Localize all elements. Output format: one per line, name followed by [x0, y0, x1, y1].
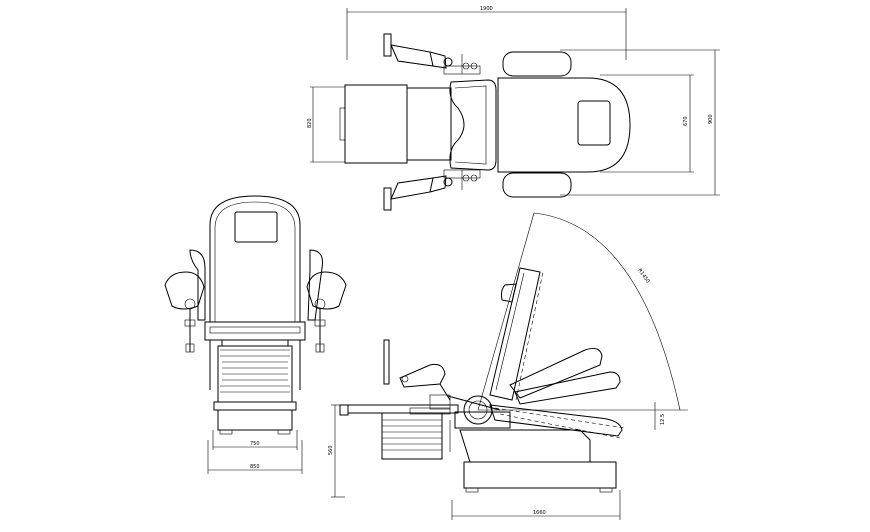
dim-front-inner: 750 [250, 441, 260, 447]
dim-front-outer: 850 [250, 464, 260, 470]
leg-support-lower [383, 169, 481, 211]
leg-support-upper [383, 33, 481, 75]
front-view: 750 850 [164, 195, 347, 474]
dim-side-height: 560 [328, 445, 334, 455]
dim-top-length: 1900 [480, 6, 493, 12]
side-view: R1450 [328, 212, 688, 520]
dim-top-width-outer: 900 [708, 114, 714, 124]
dim-side-tilt: 12.5 [660, 414, 666, 425]
dim-top-width-inner: 670 [683, 116, 689, 126]
dim-side-length: 1660 [533, 510, 546, 516]
dim-side-radius: R1450 [636, 268, 650, 285]
dim-top-width-left: 820 [307, 118, 313, 128]
top-view: 1900 900 670 820 [307, 6, 720, 211]
